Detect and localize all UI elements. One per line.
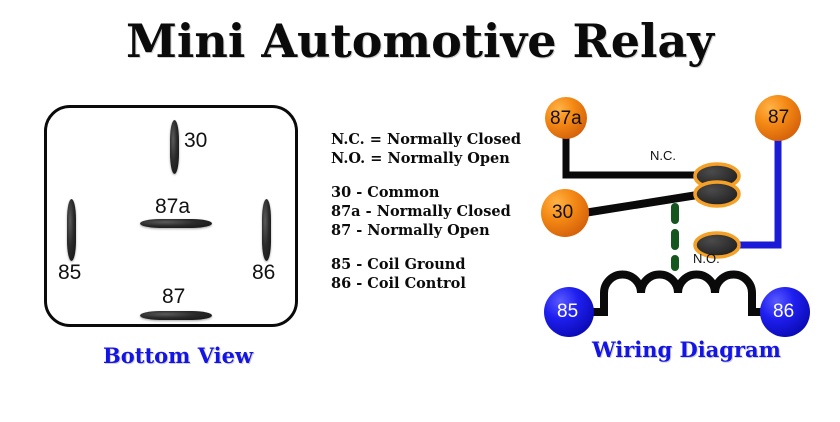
coil-winding (572, 270, 782, 316)
legend-group-contacts: 30 - Common 87a - Normally Closed 87 - N… (331, 183, 541, 240)
terminal-87a-node[interactable] (545, 97, 587, 139)
relay-pin-85-blade (67, 199, 76, 261)
terminal-87-node[interactable] (755, 95, 801, 141)
bottom-view-caption: Bottom View (103, 343, 254, 368)
relay-bottom-view-panel: 30 87a 85 86 87 (40, 103, 310, 338)
contact-no (693, 231, 741, 259)
relay-pin-87-label: 87 (162, 285, 186, 308)
wiring-diagram-panel: 87a 87 30 85 86 N.C. N.O. (530, 95, 830, 355)
relay-pin-86-blade (262, 199, 271, 261)
wire-87-to-no-contact (726, 137, 782, 249)
relay-pin-86-label: 86 (252, 261, 276, 284)
wire-87a-to-nc-contact (562, 135, 708, 179)
legend-group-abbreviations: N.C. = Normally Closed N.O. = Normally O… (331, 130, 541, 168)
relay-pin-87a-blade (140, 219, 212, 228)
relay-pin-85-label: 85 (58, 261, 82, 284)
relay-pin-30-label: 30 (184, 129, 208, 152)
nc-switch-label: N.C. (650, 148, 676, 163)
relay-pin-87a-label: 87a (155, 195, 191, 218)
contact-common (693, 180, 741, 208)
legend-group-coil: 85 - Coil Ground 86 - Coil Control (331, 255, 541, 293)
legend-line: N.O. = Normally Open (331, 150, 510, 167)
relay-pin-87-blade (140, 311, 212, 320)
legend-line: 86 - Coil Control (331, 275, 466, 292)
legend-line: 30 - Common (331, 184, 440, 201)
legend-block: N.C. = Normally Closed N.O. = Normally O… (331, 130, 541, 293)
terminal-30-node[interactable] (541, 189, 589, 237)
legend-line: 87a - Normally Closed (331, 203, 511, 220)
wiring-diagram-svg (541, 95, 810, 337)
wire-30-movable-arm (580, 189, 714, 217)
wiring-diagram-caption: Wiring Diagram (592, 337, 781, 362)
legend-line: 87 - Normally Open (331, 222, 490, 239)
terminal-86-node[interactable] (760, 287, 810, 337)
legend-line: N.C. = Normally Closed (331, 131, 521, 148)
page-title: Mini Automotive Relay (126, 14, 714, 68)
relay-pin-30-blade (170, 120, 179, 174)
no-switch-label: N.O. (693, 251, 720, 266)
terminal-85-node[interactable] (544, 287, 594, 337)
legend-line: 85 - Coil Ground (331, 256, 466, 273)
